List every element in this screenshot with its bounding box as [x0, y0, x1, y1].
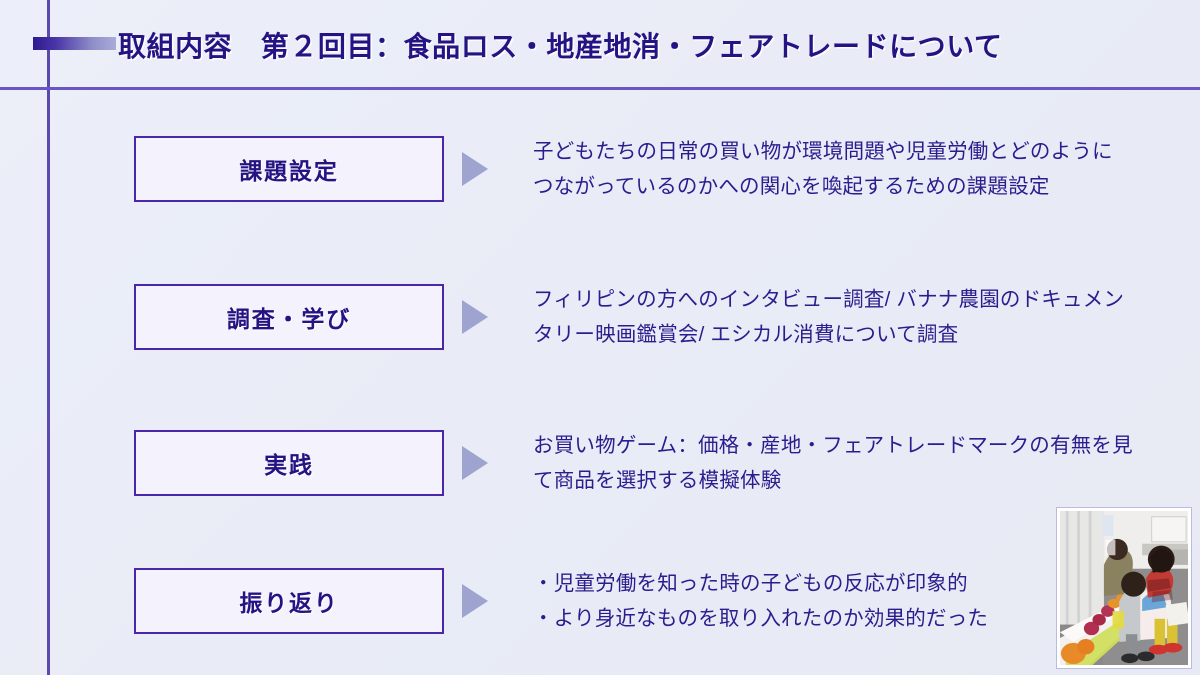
process-row-3: 実践 お買い物ゲーム：価格・産地・フェアトレードマークの有無を見て商品を選択する…: [0, 398, 1200, 528]
process-row-2: 調査・学び フィリピンの方へのインタビュー調査/ バナナ農園のドキュメンタリー映…: [0, 252, 1200, 382]
gradient-accent-bar: [33, 37, 116, 50]
process-row-4: 振り返り ・児童労働を知った時の子どもの反応が印象的 ・より身近なものを取り入れ…: [0, 536, 1200, 666]
arrow-right-icon-3: [462, 446, 488, 480]
stage-label-box-1: 課題設定: [134, 136, 444, 202]
activity-photo-image: [1060, 511, 1188, 665]
activity-photo: [1057, 508, 1191, 668]
stage-label-1: 課題設定: [239, 158, 339, 184]
stage-description-3: お買い物ゲーム：価格・産地・フェアトレードマークの有無を見て商品を選択する模擬体…: [533, 433, 1133, 492]
process-row-1: 課題設定 子どもたちの日常の買い物が環境問題や児童労働とどのようにつながっている…: [0, 104, 1200, 234]
stage-label-box-4: 振り返り: [134, 568, 444, 634]
stage-description-2: フィリピンの方へのインタビュー調査/ バナナ農園のドキュメンタリー映画鑑賞会/ …: [533, 287, 1125, 346]
stage-label-4: 振り返り: [239, 590, 339, 616]
stage-label-box-2: 調査・学び: [134, 284, 444, 350]
arrow-right-icon-4: [462, 584, 488, 618]
stage-label-2: 調査・学び: [226, 306, 352, 332]
arrow-right-icon-1: [462, 152, 488, 186]
stage-label-box-3: 実践: [134, 430, 444, 496]
page-title: 取組内容 第２回目：食品ロス・地産地消・フェアトレードについて: [118, 31, 1003, 62]
arrow-right-icon-2: [462, 300, 488, 334]
stage-description-4: ・児童労働を知った時の子どもの反応が印象的 ・より身近なものを取り入れたのか効果…: [533, 571, 989, 630]
vertical-accent-line: [47, 0, 50, 675]
stage-label-3: 実践: [264, 452, 314, 478]
horizontal-divider-line: [0, 87, 1200, 90]
content-rows: 課題設定 子どもたちの日常の買い物が環境問題や児童労働とどのようにつながっている…: [0, 88, 1200, 675]
header: 取組内容 第２回目：食品ロス・地産地消・フェアトレードについて: [118, 18, 1003, 72]
stage-description-1: 子どもたちの日常の買い物が環境問題や児童労働とどのようにつながっているのかへの関…: [533, 139, 1113, 198]
